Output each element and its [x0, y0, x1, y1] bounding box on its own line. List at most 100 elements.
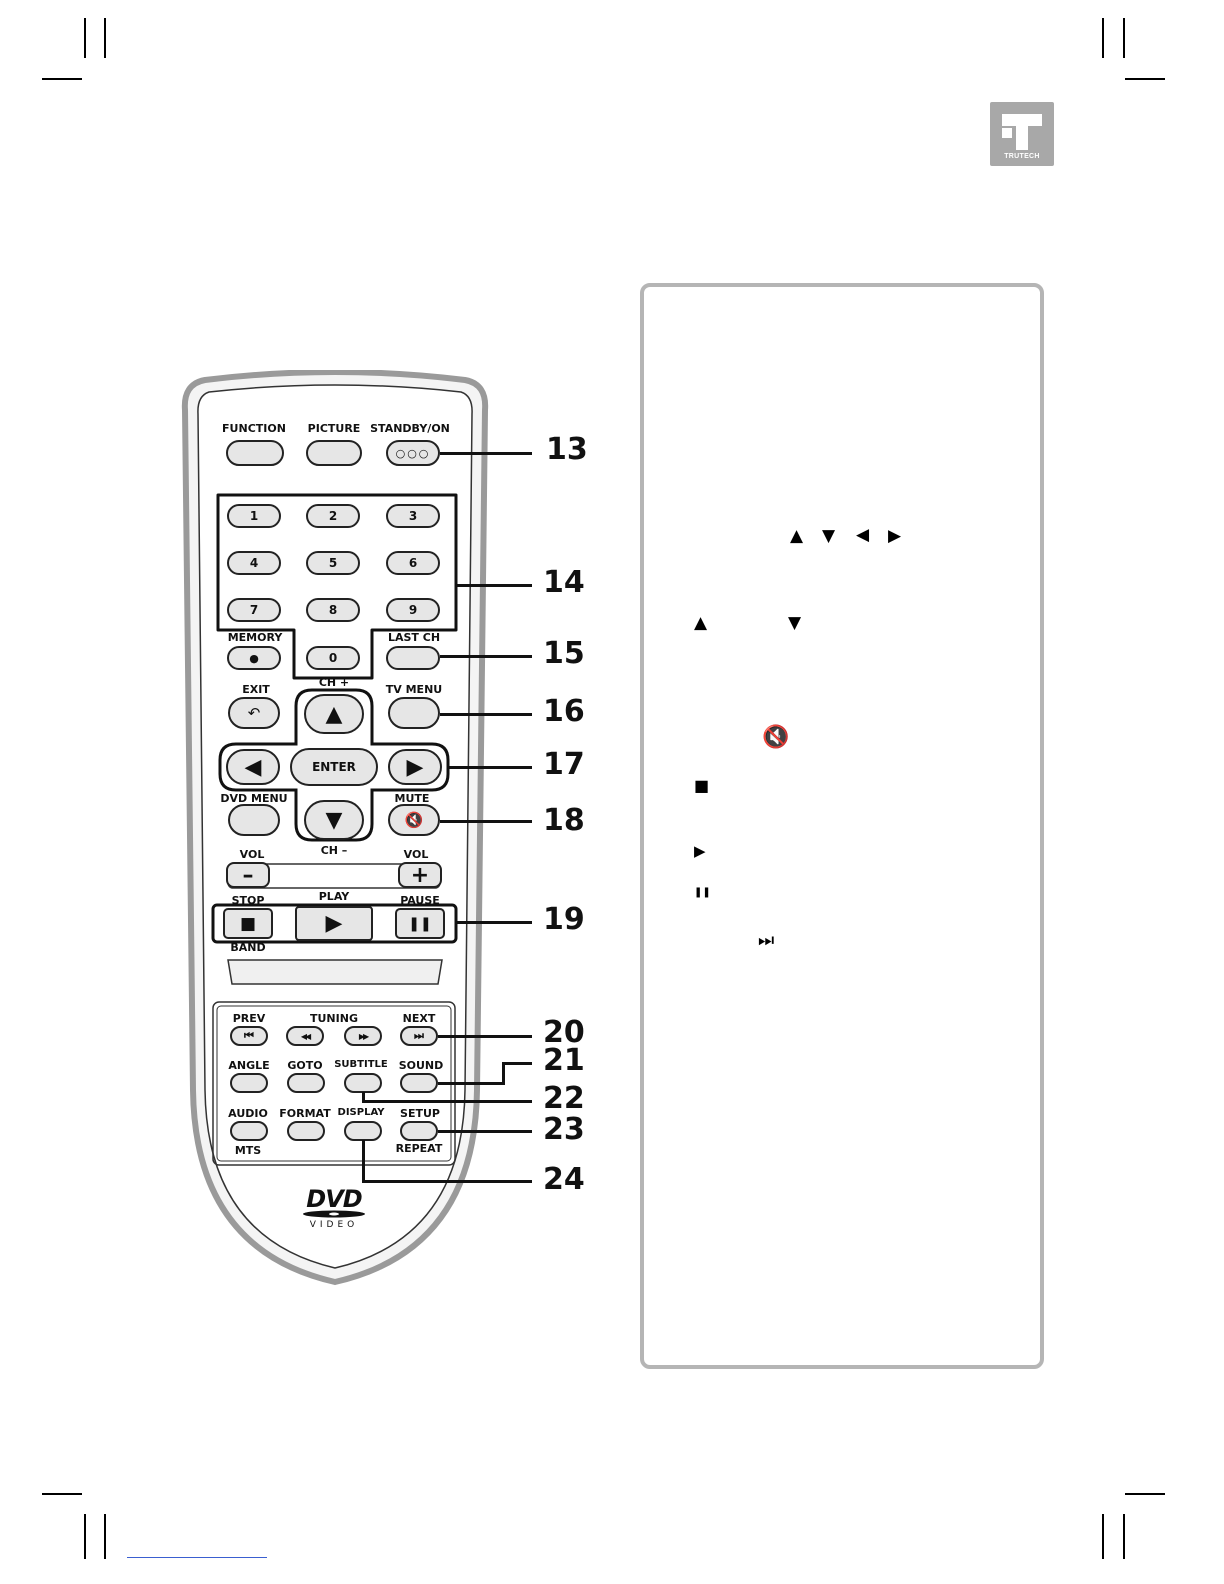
digit-2-button[interactable]: 2: [306, 504, 360, 528]
ch-up-button[interactable]: ▲: [304, 694, 364, 734]
format-button[interactable]: [287, 1121, 325, 1141]
trutech-logo: TRUTECH: [990, 102, 1054, 166]
play-icon: ▶: [694, 842, 706, 860]
subtitle-button[interactable]: [344, 1073, 382, 1093]
digit-1-button[interactable]: 1: [227, 504, 281, 528]
angle-button[interactable]: [230, 1073, 268, 1093]
dvd-logo-sub: VIDEO: [309, 1220, 359, 1230]
crop-mark: [1123, 1514, 1125, 1559]
leader-line-22a: [362, 1092, 365, 1102]
right-arrow-icon: ▶: [888, 526, 902, 546]
picture-label: PICTURE: [307, 422, 361, 435]
dvd-menu-button[interactable]: [228, 804, 280, 836]
goto-button[interactable]: [287, 1073, 325, 1093]
disc-icon: [303, 1210, 365, 1218]
pause-label: PAUSE: [400, 894, 440, 907]
display-button[interactable]: [344, 1121, 382, 1141]
display-label: DISPLAY: [337, 1107, 385, 1118]
vol-left-label: VOL: [239, 848, 265, 861]
leader-line-24a: [362, 1140, 365, 1182]
crop-mark: [42, 78, 82, 80]
audio-label: AUDIO: [228, 1107, 268, 1120]
crop-mark: [1123, 18, 1125, 58]
function-button[interactable]: [226, 440, 284, 466]
callout-17: 17: [543, 747, 585, 782]
digit-0-button[interactable]: 0: [306, 646, 360, 670]
mute-button[interactable]: 🔇: [388, 804, 440, 836]
vol-down-button[interactable]: –: [226, 862, 270, 888]
leader-line-20: [438, 1035, 532, 1038]
rewind-button[interactable]: ◀◀: [286, 1026, 324, 1046]
subtitle-label: SUBTITLE: [334, 1059, 388, 1070]
picture-button[interactable]: [306, 440, 362, 466]
stop-button[interactable]: ■: [223, 908, 273, 939]
dvd-logo-main: DVD: [306, 1185, 362, 1213]
audio-button[interactable]: [230, 1121, 268, 1141]
sound-label: SOUND: [398, 1059, 444, 1072]
band-button[interactable]: [232, 962, 438, 982]
leader-line-19: [456, 921, 532, 924]
callout-13: 13: [546, 432, 588, 467]
crop-mark: [42, 1493, 82, 1495]
leader-line-23: [438, 1130, 532, 1133]
next-label: NEXT: [402, 1012, 436, 1025]
leader-line-21b: [502, 1062, 505, 1085]
callout-14: 14: [543, 565, 585, 600]
callout-24: 24: [543, 1162, 585, 1197]
exit-button[interactable]: ↶: [228, 697, 280, 729]
crop-mark: [84, 1514, 86, 1559]
angle-label: ANGLE: [228, 1059, 270, 1072]
fast-forward-button[interactable]: ▶▶: [344, 1026, 382, 1046]
sound-button[interactable]: [400, 1073, 438, 1093]
dvd-menu-label: DVD MENU: [220, 792, 288, 805]
vol-up-button[interactable]: +: [398, 862, 442, 888]
memory-button[interactable]: ●: [227, 646, 281, 670]
pause-button[interactable]: ❚❚: [395, 908, 445, 939]
next-track-icon: ⏭: [758, 930, 775, 951]
callout-21: 21: [543, 1043, 585, 1078]
right-button[interactable]: ▶: [388, 749, 442, 785]
digit-4-button[interactable]: 4: [227, 551, 281, 575]
standby-button[interactable]: ○○○: [386, 440, 440, 466]
ch-plus-label: CH +: [318, 676, 350, 689]
format-label: FORMAT: [279, 1107, 331, 1120]
callout-20: 20: [543, 1015, 585, 1050]
trutech-t-icon: [1002, 114, 1042, 150]
leader-line-21a: [438, 1082, 504, 1085]
digit-6-button[interactable]: 6: [386, 551, 440, 575]
digit-3-button[interactable]: 3: [386, 504, 440, 528]
left-button[interactable]: ◀: [226, 749, 280, 785]
ch-down-button[interactable]: ▼: [304, 800, 364, 840]
next-button[interactable]: ⏭: [400, 1026, 438, 1046]
digit-7-button[interactable]: 7: [227, 598, 281, 622]
digit-8-button[interactable]: 8: [306, 598, 360, 622]
function-label: FUNCTION: [222, 422, 286, 435]
setup-button[interactable]: [400, 1121, 438, 1141]
crop-mark: [104, 1514, 106, 1559]
crop-mark: [1125, 78, 1165, 80]
crop-mark: [1125, 1493, 1165, 1495]
mts-label: MTS: [234, 1144, 262, 1157]
digit-9-button[interactable]: 9: [386, 598, 440, 622]
callout-15: 15: [543, 636, 585, 671]
mute-icon: 🔇: [762, 725, 790, 750]
prev-button[interactable]: ⏮: [230, 1026, 268, 1046]
vol-right-label: VOL: [403, 848, 429, 861]
digit-5-button[interactable]: 5: [306, 551, 360, 575]
play-button[interactable]: ▶: [295, 906, 373, 941]
tv-menu-button[interactable]: [388, 697, 440, 729]
down-arrow-icon: ▼: [788, 613, 802, 633]
enter-button[interactable]: ENTER: [290, 748, 378, 786]
description-panel: [640, 283, 1044, 1369]
logo-text: TRUTECH: [1004, 153, 1040, 160]
callout-19: 19: [543, 902, 585, 937]
goto-label: GOTO: [287, 1059, 323, 1072]
crop-mark: [104, 18, 106, 58]
last-ch-button[interactable]: [386, 646, 440, 670]
standby-label: STANDBY/ON: [370, 422, 450, 435]
dvd-video-logo: DVD VIDEO: [298, 1185, 370, 1234]
prev-label: PREV: [232, 1012, 266, 1025]
callout-22: 22: [543, 1081, 585, 1116]
up-arrow-icon: ▲: [790, 526, 804, 546]
left-arrow-icon: ◀: [856, 525, 870, 545]
